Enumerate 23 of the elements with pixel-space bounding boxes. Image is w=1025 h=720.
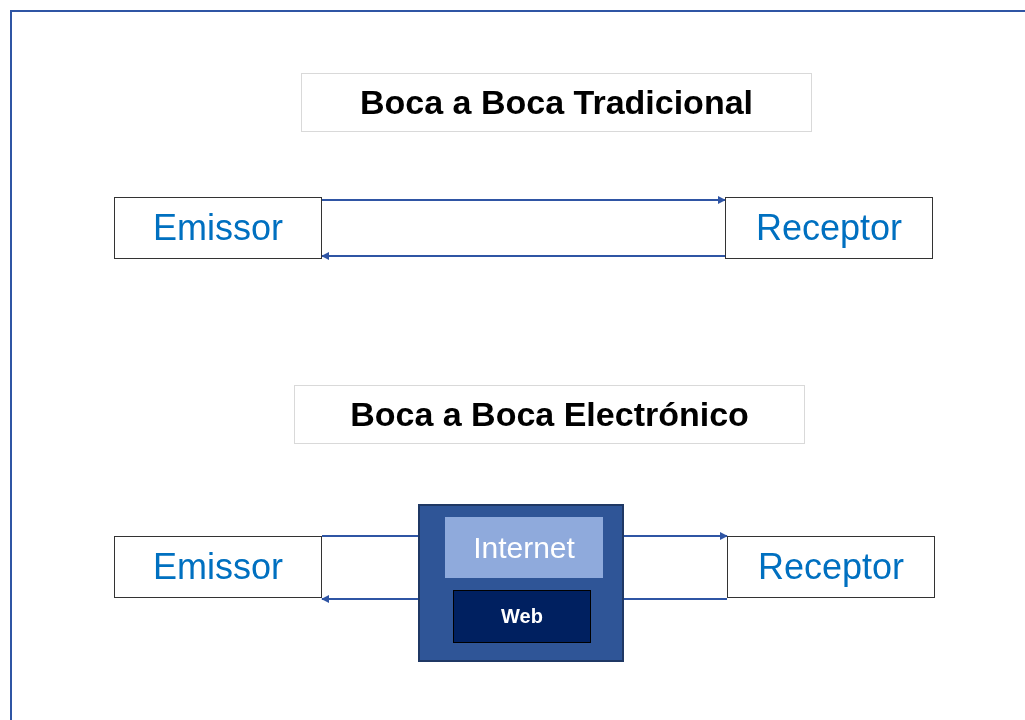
actor-box xyxy=(727,536,935,598)
title-box xyxy=(294,385,805,444)
arrow xyxy=(321,196,726,204)
title-box xyxy=(301,73,812,132)
actor-box xyxy=(114,197,322,259)
section-title: Boca a Boca Electrónico xyxy=(350,395,749,434)
arrow xyxy=(321,252,726,260)
arrow xyxy=(623,532,728,540)
connector-line xyxy=(321,535,419,537)
section-title: Boca a Boca Tradicional xyxy=(360,83,753,122)
channel-label: Internet xyxy=(473,530,575,565)
channel-label: Web xyxy=(501,605,543,628)
actor-label: Receptor xyxy=(755,207,903,249)
arrow xyxy=(321,595,419,603)
channel-box xyxy=(445,517,603,578)
actor-label: Emissor xyxy=(153,546,283,588)
channel-box xyxy=(453,590,591,643)
actor-label: Receptor xyxy=(757,546,905,588)
actor-box xyxy=(114,536,322,598)
actor-box xyxy=(725,197,933,259)
container-box xyxy=(418,504,624,662)
connector-line xyxy=(623,598,728,600)
actor-label: Emissor xyxy=(153,207,283,249)
